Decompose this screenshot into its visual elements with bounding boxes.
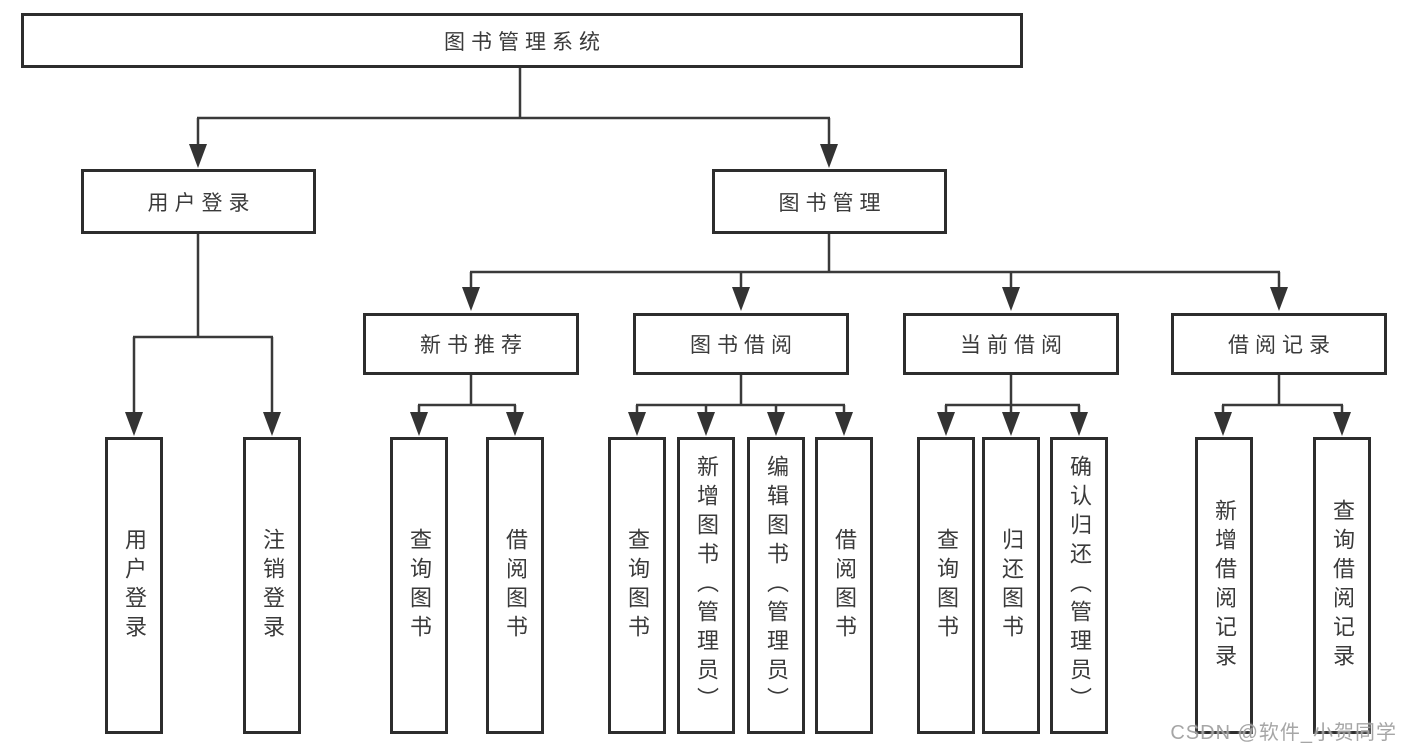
leaf-recommend-borrow-books: 借阅图书 [486,437,544,734]
leaf-current-confirm-return-admin: 确认归还（管理员） [1050,437,1108,734]
arrowheads [125,144,1351,436]
csdn-watermark: CSDN @软件_小贺同学 [1170,722,1397,744]
leaf-logout-login: 注销登录 [243,437,301,734]
leaf-records-add-record: 新增借阅记录 [1195,437,1253,734]
leaf-borrow-edit-books-admin: 编辑图书（管理员） [747,437,805,734]
leaf-current-confirm-return-admin-label: 确认归还（管理员） [1067,455,1092,716]
leaf-borrow-add-books-admin: 新增图书（管理员） [677,437,735,734]
leaf-current-query-books: 查询图书 [917,437,975,734]
leaf-borrow-edit-books-admin-label: 编辑图书（管理员） [764,455,789,716]
node-current-borrow-label: 当前借阅 [960,334,1068,357]
node-root-label: 图书管理系统 [444,30,606,54]
leaf-current-return-books: 归还图书 [982,437,1040,734]
node-root: 图书管理系统 [21,13,1023,68]
node-book-management-label: 图书管理 [778,191,887,215]
leaf-borrow-borrow-books: 借阅图书 [815,437,873,734]
node-borrow-records-label: 借阅记录 [1228,334,1336,357]
leaf-records-query-record-label: 查询借阅记录 [1330,498,1355,673]
leaf-records-add-record-label: 新增借阅记录 [1212,498,1237,673]
node-book-borrow: 图书借阅 [633,313,849,375]
leaf-recommend-query-books-label: 查询图书 [407,527,432,644]
leaf-user-login: 用户登录 [105,437,163,734]
leaf-borrow-add-books-admin-label: 新增图书（管理员） [694,455,719,716]
leaf-borrow-query-books-label: 查询图书 [625,527,650,644]
leaf-borrow-borrow-books-label: 借阅图书 [832,527,857,644]
leaf-recommend-query-books: 查询图书 [390,437,448,734]
leaf-current-query-books-label: 查询图书 [934,527,959,644]
leaf-recommend-borrow-books-label: 借阅图书 [503,527,528,644]
leaf-user-login-label: 用户登录 [122,527,147,644]
node-user-login: 用户登录 [81,169,316,234]
leaf-records-query-record: 查询借阅记录 [1313,437,1371,734]
node-book-borrow-label: 图书借阅 [690,334,798,357]
node-user-login-label: 用户登录 [147,191,256,215]
leaf-borrow-query-books: 查询图书 [608,437,666,734]
tree-edges [132,68,1344,415]
node-borrow-records: 借阅记录 [1171,313,1387,375]
leaf-current-return-books-label: 归还图书 [999,527,1024,644]
node-book-management: 图书管理 [712,169,947,234]
node-current-borrow: 当前借阅 [903,313,1119,375]
node-new-book-recommend: 新书推荐 [363,313,579,375]
node-new-book-recommend-label: 新书推荐 [420,334,528,357]
leaf-logout-login-label: 注销登录 [260,527,285,644]
